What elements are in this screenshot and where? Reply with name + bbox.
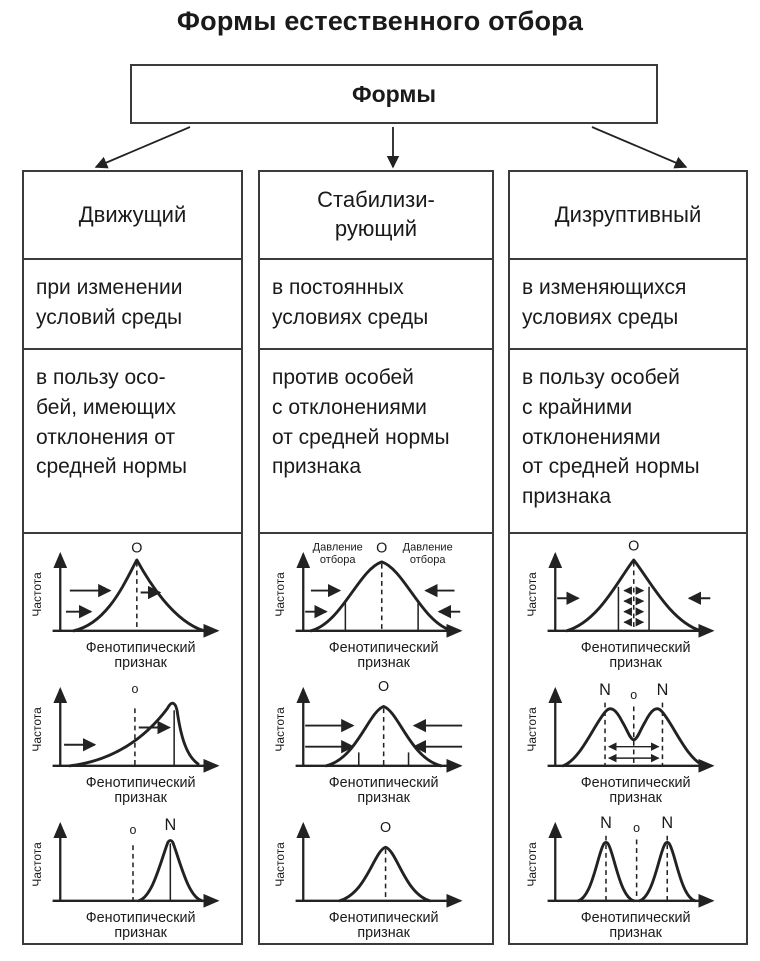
y-axis-label: Частота [273,841,287,886]
y-axis-label: Частота [30,841,44,886]
graph-driving-initial: О Частота Фенотипический признак [30,540,220,671]
x-axis-label-line2: признак [357,790,410,806]
x-axis-label-line2: признак [114,925,167,941]
frequency-curve [67,701,200,767]
column-disruptive-header: Дизруптивный [510,172,746,260]
graph-disruptive-splitting: N о N Частота Фенотипический признак [525,680,715,806]
column-disruptive-condition: в изменяющихся условиях среды [510,260,746,350]
mean-marker: О [131,540,142,556]
pressure-label-right-line1: Давление [403,541,453,553]
x-axis-label-line2: признак [609,790,662,806]
column-driving-header: Движущий [24,172,241,260]
old-mean-marker: о [633,820,640,834]
column-stabilizing-condition: в постоянных условиях среды [260,260,492,350]
new-peak-marker: N [600,814,612,832]
new-peak-marker: N [661,814,673,832]
frequency-curve [71,558,205,632]
column-stabilizing-graphs: О Давление отбора Давление отбора Частот… [260,534,492,943]
x-axis-label-line2: признак [357,925,410,941]
x-axis-label-line2: признак [114,655,167,671]
pressure-label-left-line2: отбора [320,553,356,565]
new-peak-marker: N [657,680,669,698]
frequency-curve-left [576,840,636,902]
y-axis-label: Частота [30,571,44,616]
pressure-label-right-line2: отбора [410,553,446,565]
arrow-to-disruptive [591,126,688,169]
old-mean-marker: о [129,822,136,836]
y-axis-label: Частота [273,706,287,751]
x-axis-label-line1: Фенотипический [85,774,195,790]
column-driving-effect: в пользу осо- бей, имеющих отклонения от… [24,350,241,534]
x-axis-label-line1: Фенотипический [581,639,691,655]
column-disruptive: Дизруптивный в изменяющихся условиях сре… [508,170,748,945]
frequency-curve [309,559,455,632]
old-mean-marker: о [630,687,637,701]
x-axis-label-line1: Фенотипический [329,909,439,925]
y-axis-label: Частота [525,841,539,886]
column-driving-condition: при изменении условий среды [24,260,241,350]
old-mean-marker: о [131,682,138,696]
x-axis-label-line1: Фенотипический [329,774,439,790]
pressure-label-left-line1: Давление [313,541,363,553]
graph-stabilizing-narrowing: О Частота Фенотипический признак [273,679,463,806]
x-axis-label-line2: признак [114,790,167,806]
arrow-to-driving [94,126,191,169]
y-axis-label: Частота [273,571,287,616]
frequency-curve [565,558,703,632]
page-title: Формы естественного отбора [176,6,584,36]
root-box-label: Формы [351,80,437,107]
y-axis-label: Частота [525,571,539,616]
graph-driving-shifting: о Частота Фенотипический признак [30,682,220,806]
x-axis-label-line1: Фенотипический [85,909,195,925]
column-stabilizing-header: Стабилизи- рующий [260,172,492,260]
frequency-curve [338,845,432,902]
mean-marker: О [378,679,389,695]
x-axis-label-line1: Фенотипический [581,774,691,790]
column-driving-graphs: О Частота Фенотипический признак о Часто… [24,534,241,943]
graph-disruptive-result: N о N Частота Фенотипический признак [525,814,715,941]
y-axis-label: Частота [525,706,539,751]
x-axis-label-line1: Фенотипический [581,909,691,925]
graph-disruptive-initial: О Частота Фенотипический признак [525,538,715,671]
frequency-curve-right [638,840,697,902]
x-axis-label-line2: признак [609,925,662,941]
new-peak-marker: N [599,680,611,698]
frequency-curve [136,838,203,902]
graph-driving-result: о N Частота Фенотипический признак [30,815,220,941]
column-disruptive-graphs: О Частота Фенотипический признак [510,534,746,943]
x-axis-label-line2: признак [357,655,410,671]
graph-stabilizing-initial: О Давление отбора Давление отбора Частот… [273,540,463,671]
x-axis-label-line2: признак [609,655,662,671]
new-mean-marker: N [164,815,176,833]
y-axis-label: Частота [30,706,44,751]
x-axis-label-line1: Фенотипический [329,639,439,655]
mean-marker: О [380,819,391,835]
graph-stabilizing-result: О Частота Фенотипический признак [273,819,463,941]
mean-marker: О [376,540,387,556]
connector-arrows [94,126,688,169]
root-box-forms: Формы [130,64,658,124]
column-disruptive-effect: в пользу особей с крайними отклонениями … [510,350,746,534]
mean-marker: О [628,538,639,554]
column-stabilizing-effect: против особей с отклонениями от средней … [260,350,492,534]
x-axis-label-line1: Фенотипический [85,639,195,655]
column-stabilizing: Стабилизи- рующий в постоянных условиях … [258,170,494,945]
column-driving: Движущий при изменении условий среды в п… [22,170,243,945]
